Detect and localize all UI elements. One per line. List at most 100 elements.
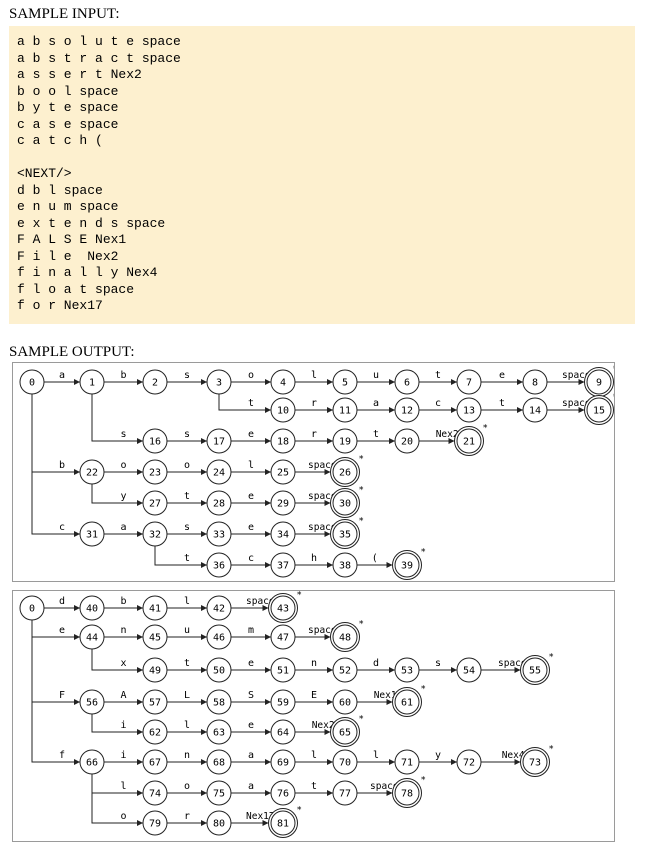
state-circle [394, 780, 420, 806]
transition-label: t [184, 491, 190, 502]
accepting-state: * 78 [392, 776, 426, 808]
state-label: 1 [89, 378, 95, 389]
arrow-head-icon [137, 634, 143, 640]
state-node: 49 [142, 657, 168, 683]
state-circle [270, 490, 296, 516]
arrow-head-icon [327, 379, 333, 385]
state-circle [522, 749, 548, 775]
transition-label: e [248, 429, 254, 440]
state-circle [332, 749, 358, 775]
final-marker: * [297, 591, 302, 601]
accepting-state: * 81 [268, 806, 302, 838]
state-circle [142, 719, 168, 745]
state-node: 68 [206, 749, 232, 775]
arrow-head-icon [262, 820, 269, 826]
state-circle [79, 459, 105, 485]
final-marker: * [613, 393, 615, 403]
state-circle [270, 397, 296, 423]
transition-label: E [311, 690, 317, 701]
transition-label: l [373, 750, 379, 761]
arrow-head-icon [137, 605, 143, 611]
transition-label: x [120, 658, 126, 669]
state-circle [270, 428, 296, 454]
arrow-head-icon [517, 379, 523, 385]
final-marker: * [297, 806, 302, 816]
arrow-head-icon [74, 699, 80, 705]
state-label: 3 [216, 378, 222, 389]
arrow-head-icon [265, 790, 271, 796]
state-label: 71 [401, 758, 413, 769]
state-circle [332, 428, 358, 454]
state-circle [522, 397, 548, 423]
state-node: 16 [142, 428, 168, 454]
state-label: 81 [277, 819, 289, 830]
arrow-head-icon [265, 531, 271, 537]
sample-input-box: a b s o l u t e space a b s t r a c t sp… [9, 26, 635, 324]
transition-label: Nex4 [502, 750, 525, 761]
state-label: 61 [401, 698, 413, 709]
state-circle [394, 689, 420, 715]
state-node: 0 [19, 369, 45, 395]
state-node: 47 [270, 624, 296, 650]
state-node: 29 [270, 490, 296, 516]
transition-label: y [435, 750, 441, 761]
arrow-head-icon [327, 562, 333, 568]
transition-label: e [248, 658, 254, 669]
state-label: 5 [342, 378, 348, 389]
state-label: 6 [404, 378, 410, 389]
input-line: b o o l space [17, 83, 119, 99]
arrow-head-icon [389, 407, 395, 413]
state-label: 76 [277, 789, 289, 800]
state-circle [142, 369, 168, 395]
state-circle [79, 689, 105, 715]
transition-edge [31, 394, 80, 473]
state-node: 19 [332, 428, 358, 454]
state-circle [270, 657, 296, 683]
transition-label: l [311, 750, 317, 761]
transition-label: space [308, 460, 337, 471]
state-node: 8 [522, 369, 548, 395]
input-line: b y t e space [17, 100, 119, 115]
arrow-head-icon [265, 729, 271, 735]
state-node: 44 [79, 624, 105, 650]
state-node: 75 [206, 780, 232, 806]
state-circle [270, 369, 296, 395]
arrow-head-icon [265, 634, 271, 640]
state-node: 25 [270, 459, 296, 485]
state-label: 78 [401, 789, 413, 800]
arrow-head-icon [324, 634, 331, 640]
state-node: 62 [142, 719, 168, 745]
state-node: 14 [522, 397, 548, 423]
transition-label: r [184, 811, 190, 822]
sample-output-heading: SAMPLE OUTPUT: [9, 344, 135, 360]
arrow-head-icon [327, 407, 333, 413]
transition-label: l [120, 781, 126, 792]
state-circle [270, 810, 296, 836]
state-circle [270, 719, 296, 745]
final-marker: * [421, 776, 426, 786]
state-node: 72 [456, 749, 482, 775]
transition-label: r [311, 429, 317, 440]
transition-label: b [59, 460, 65, 471]
transition-label: Nex2 [436, 429, 459, 440]
state-node: 32 [142, 521, 168, 547]
transition-label: h [311, 553, 317, 564]
state-circle [206, 595, 232, 621]
arrow-head-icon [448, 438, 455, 444]
arrow-head-icon [386, 790, 393, 796]
state-label: 31 [86, 530, 98, 541]
arrow-head-icon [74, 605, 80, 611]
state-label: 66 [86, 758, 98, 769]
state-label: 42 [213, 604, 225, 615]
state-circle [142, 490, 168, 516]
transition-label: u [184, 625, 190, 636]
arrow-head-icon [265, 469, 271, 475]
state-node: 45 [142, 624, 168, 650]
state-label: 35 [339, 530, 351, 541]
arrow-head-icon [74, 469, 80, 475]
state-circle [456, 369, 482, 395]
final-marker: * [549, 745, 554, 755]
transition-label: a [120, 522, 126, 533]
arrow-head-icon [201, 605, 207, 611]
accepting-state: *61 [392, 685, 426, 717]
